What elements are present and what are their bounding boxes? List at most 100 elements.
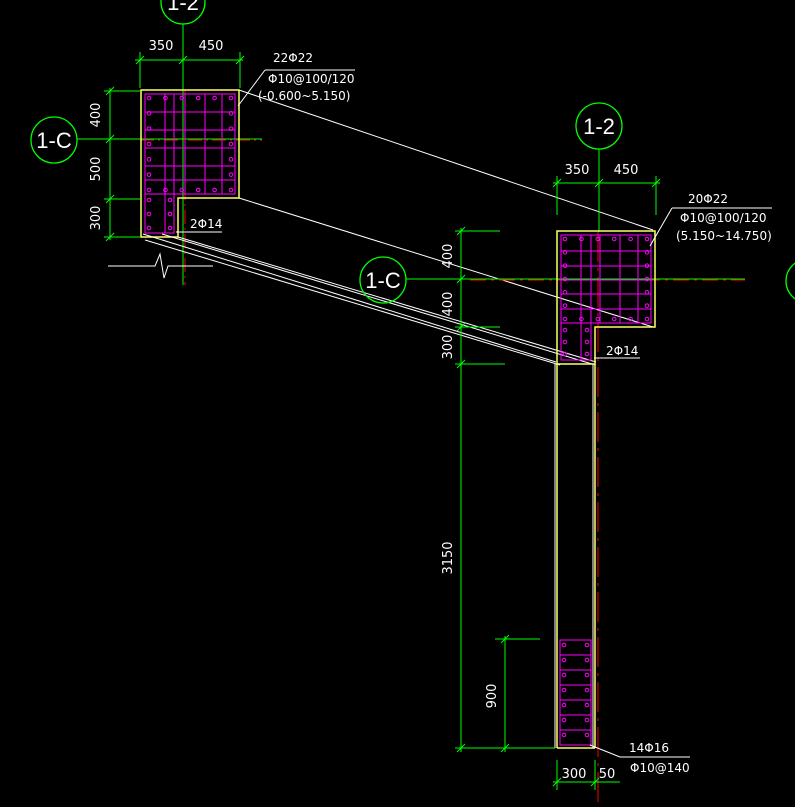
rebar-dot [228,172,234,177]
dim-tick [105,86,115,96]
dim-text-right-height: 3150 [441,541,456,574]
rebar-dot [628,316,633,322]
left-column-section: 1-2 350 450 400 500 300 1-C [30,0,355,285]
note-right-main-bars: 20Φ22 [688,192,728,206]
rebar-dot [562,263,568,268]
rebar-dot [212,187,217,193]
rebar-dot [228,111,234,116]
axis-label-top-right: 1-2 [583,114,615,139]
note-right-bottom-bars: 14Φ16 [629,741,669,755]
rebar-dot [562,303,568,308]
dim-tick [500,634,510,644]
dim-tick [552,178,562,188]
rebar-dot [595,236,601,242]
rebar-dot [611,316,617,322]
rebar-dot [146,157,152,162]
rebar-dot [146,141,152,147]
rebar-dot [167,197,173,203]
left-rebar-cage [144,93,236,234]
rebar-dot [584,657,590,663]
rebar-dot [584,642,590,648]
dim-tick [594,178,604,188]
note-left-stirrups: Φ10@100/120 [268,72,355,86]
rebar-dot [644,316,650,322]
rebar-dot [146,225,152,231]
rebar-dot [163,95,168,101]
dim-tick [235,55,245,65]
axis-bubble-right-edge [785,262,795,300]
dim-tick [178,55,188,65]
rebar-dot [644,290,650,295]
rebar-dot [195,187,201,193]
dim-text-left-side-3: 300 [89,206,104,231]
rebar-dot [561,642,567,648]
rebar-dot [146,187,152,193]
dim-tick [456,226,466,236]
dim-tick [105,232,115,242]
rebar-dot [562,351,568,357]
note-right-stirrups: Φ10@100/120 [680,211,767,225]
rebar-dot [146,111,152,116]
rebar-dot [584,687,590,693]
rebar-dot [179,95,185,101]
axis-bubble-left [30,116,78,164]
leader-right-bottom [589,744,621,758]
dim-text-right-side-3: 300 [441,335,456,360]
axis-label-left: 1-C [36,128,72,153]
left-rebar-dots [146,95,234,231]
right-wall-stem [554,364,596,749]
rebar-dot [146,211,152,217]
dim-tick [456,274,466,284]
dim-text-right-side-1: 400 [441,244,456,269]
rebar-dot [584,339,590,345]
dim-text-right-side-2: 400 [441,292,456,317]
axis-bubble-middle [359,256,407,304]
rebar-dot [228,187,234,193]
rebar-dot [561,717,567,723]
rebar-dot [561,702,567,708]
note-left-main-bars: 22Φ22 [273,51,313,65]
rebar-dot [644,250,650,255]
right-column-section: 1-2 350 450 1-C 400 400 300 3150 [359,102,795,807]
dim-text-right-top-b: 450 [614,163,639,178]
rebar-dot [228,157,234,162]
rebar-dot [584,702,590,708]
note-right-bottom-stirrups: Φ10@140 [630,761,690,775]
rebar-dot [584,327,590,333]
rebar-dot [584,717,590,723]
dim-text-left-top-b: 450 [199,39,224,54]
dim-tick [651,178,661,188]
dim-text-right-top-a: 350 [565,163,590,178]
rebar-dot [562,290,568,295]
rebar-dot [163,187,168,193]
rebar-dot [562,316,568,322]
dim-text-right-bottom-a: 300 [562,767,587,782]
dim-tick [135,55,145,65]
projection-lines [142,89,654,366]
rebar-dot [562,327,568,333]
axis-label-top-left: 1-2 [167,0,199,15]
right-rebar-dots-top [562,236,650,357]
rebar-dot [146,197,152,203]
note-right-small-bars: 2Φ14 [606,344,638,358]
right-rebar-dots-bottom [561,642,590,738]
dim-tick [105,194,115,204]
dim-tick [552,777,562,787]
dim-text-right-900: 900 [485,684,500,709]
rebar-dot [562,250,568,255]
note-left-small-bars: 2Φ14 [190,217,222,231]
rebar-dot [584,672,590,678]
dim-tick [456,743,466,753]
note-left-range: (-0.600~5.150) [258,89,350,103]
rebar-dot [562,339,568,345]
left-break-line [108,252,213,279]
rebar-dot [644,236,650,242]
rebar-dot [561,657,567,663]
rebar-dot [195,95,201,101]
rebar-dot [579,236,584,242]
rebar-dot [228,126,234,131]
dim-tick [456,322,466,332]
rebar-dot [562,236,568,242]
rebar-dot [179,187,185,193]
